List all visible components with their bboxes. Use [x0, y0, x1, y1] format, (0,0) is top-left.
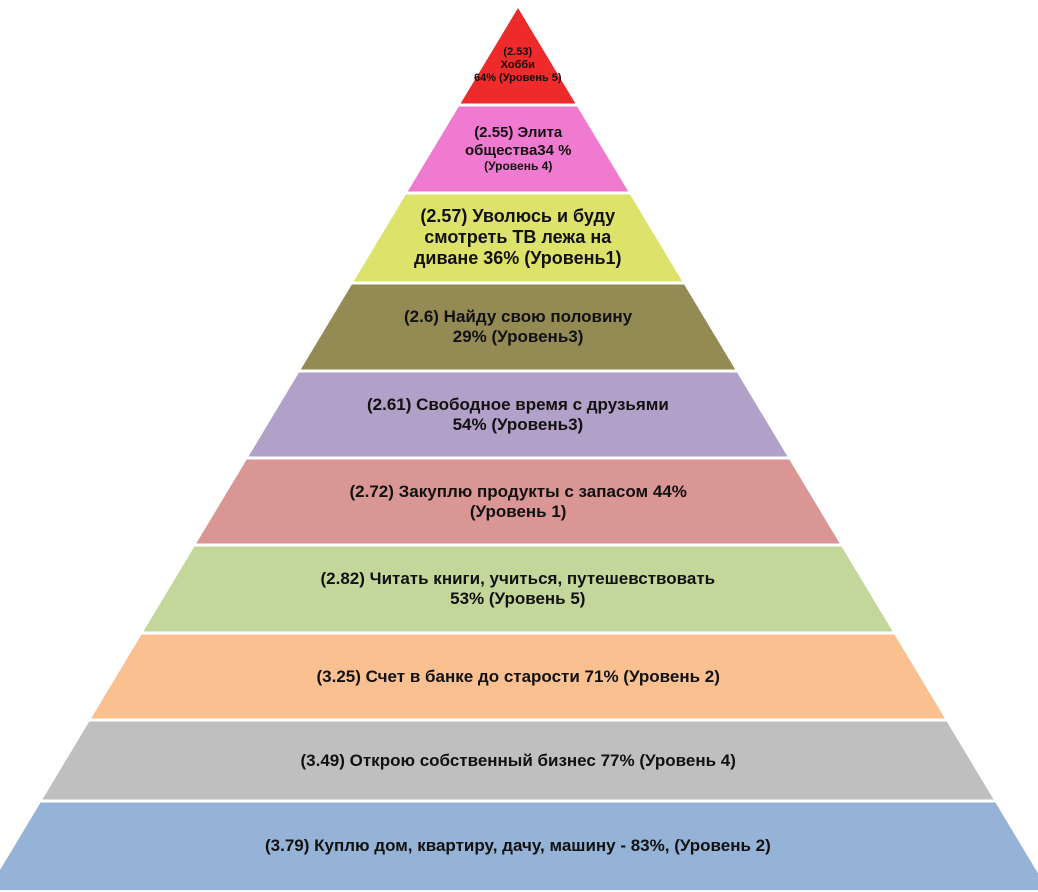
layer-label-8: (3.25) Счет в банке до старости 71% (Уро… — [317, 667, 720, 687]
layer-label-line: 54% (Уровень3) — [452, 414, 584, 434]
layer-label-line: (Уровень 4) — [484, 159, 553, 174]
layer-label-9: (3.49) Открою собственный бизнес 77% (Ур… — [301, 751, 736, 771]
layer-label-line: 64% (Уровень 5) — [474, 72, 562, 85]
layer-label-line: (2.6) Найду свою половину — [404, 307, 633, 326]
pyramid-layer-10 — [0, 802, 1038, 890]
layer-label-line: (2.53) — [503, 46, 533, 59]
layer-label-line: (3.79) Куплю дом, квартиру, дачу, машину… — [265, 836, 771, 856]
layer-label-line: смотреть ТВ лежа на — [424, 227, 612, 248]
layer-label-7: (2.82) Читать книги, учиться, путешевств… — [321, 569, 716, 609]
layer-label-line: (Уровень 1) — [469, 501, 567, 521]
layer-label-line: (2.61) Свободное время с друзьями — [367, 394, 669, 414]
layer-label-6: (2.72) Закуплю продукты с запасом 44%(Ур… — [350, 482, 687, 522]
pyramid-layer-4 — [300, 284, 736, 370]
layer-label-line: (2.72) Закуплю продукты с запасом 44% — [349, 481, 687, 501]
layer-label-line: (2.55) Элита — [474, 124, 563, 141]
layer-label-line: 29% (Уровень3) — [452, 327, 584, 347]
layer-label-line: диване 36% (Уровень1) — [414, 248, 622, 269]
pyramid-layer-7 — [143, 546, 893, 632]
layer-label-line: 53% (Уровень 5) — [450, 589, 586, 609]
pyramid-layer-9 — [42, 721, 994, 800]
pyramid-layer-8 — [91, 634, 945, 719]
layer-label-line: Хобби — [500, 59, 535, 72]
pyramid-layer-3 — [353, 194, 683, 282]
pyramid-layer-1 — [460, 8, 576, 104]
layer-label-line: (3.25) Счет в банке до старости 71% (Уро… — [316, 666, 720, 686]
layer-label-line: (2.57) Уволюсь и буду — [420, 206, 616, 226]
layer-label-line: (3.49) Открою собственный бизнес 77% (Ур… — [300, 750, 736, 770]
pyramid-layer-2 — [407, 106, 629, 192]
layer-label-10: (3.79) Куплю дом, квартиру, дачу, машину… — [265, 836, 771, 856]
layer-label-line: общества34 % — [465, 141, 572, 159]
layer-label-line: (2.82) Читать книги, учиться, путешевств… — [320, 569, 716, 588]
pyramid-layer-5 — [248, 372, 788, 457]
pyramid-layer-6 — [196, 459, 840, 544]
